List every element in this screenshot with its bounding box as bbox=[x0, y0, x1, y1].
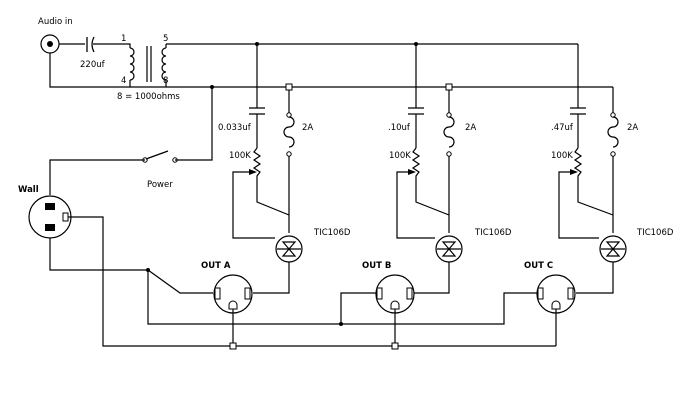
bus-audio-signal bbox=[165, 43, 578, 48]
channel-c bbox=[536, 44, 627, 346]
channel-b-pot: 100K bbox=[389, 151, 411, 161]
outlet-a-label: OUT A bbox=[201, 261, 231, 271]
wire-wall-ground bbox=[68, 216, 556, 347]
channel-c-cap: .47uf bbox=[551, 123, 574, 133]
channel-a-fuse: 2A bbox=[302, 123, 313, 133]
channel-a-scr: TIC106D bbox=[313, 228, 351, 238]
outlet-b-label: OUT B bbox=[362, 261, 391, 271]
node-square bbox=[391, 342, 399, 350]
channel-b-scr: TIC106D bbox=[474, 228, 512, 238]
channel-b-cap: .10uf bbox=[388, 123, 411, 133]
node-square bbox=[229, 342, 237, 350]
node-square bbox=[285, 83, 293, 91]
audio-in-label: Audio in bbox=[38, 17, 73, 27]
wire-neutral-to-outa bbox=[147, 269, 213, 294]
channel-c-pot: 100K bbox=[551, 151, 573, 161]
power-switch-label: Power bbox=[147, 180, 173, 190]
audio-in-jack bbox=[40, 34, 60, 54]
audio-transformer bbox=[129, 46, 167, 82]
wire-cap-to-xfmr bbox=[93, 43, 131, 48]
wall-plug-label: Wall bbox=[18, 185, 39, 195]
bus-common bbox=[130, 80, 613, 88]
input-capacitor bbox=[86, 36, 95, 53]
channel-a-pot: 100K bbox=[229, 151, 251, 161]
wire-primary-return bbox=[49, 53, 131, 88]
channel-a-cap: 0.033uf bbox=[218, 123, 252, 133]
node-square bbox=[445, 83, 453, 91]
channel-c-fuse: 2A bbox=[627, 123, 638, 133]
wall-plug bbox=[28, 195, 72, 239]
channel-a bbox=[213, 44, 303, 343]
wire-neutral-return bbox=[147, 270, 540, 325]
wire-wall-neutral bbox=[49, 238, 148, 271]
channel-c-scr: TIC106D bbox=[636, 228, 674, 238]
xfmr-ratio-label: 8 = 1000ohms bbox=[117, 92, 180, 102]
wire-neutral-to-outb bbox=[340, 292, 376, 324]
power-switch bbox=[142, 150, 178, 163]
xfmr-pin-5: 5 bbox=[163, 34, 168, 44]
input-cap-value: 220uf bbox=[80, 60, 106, 70]
wire-power-switch bbox=[49, 87, 213, 195]
outlet-c-label: OUT C bbox=[524, 261, 553, 271]
xfmr-pin-1: 1 bbox=[121, 34, 126, 44]
channel-b bbox=[375, 44, 463, 343]
channel-b-fuse: 2A bbox=[465, 123, 476, 133]
xfmr-pin-4: 4 bbox=[121, 76, 126, 86]
